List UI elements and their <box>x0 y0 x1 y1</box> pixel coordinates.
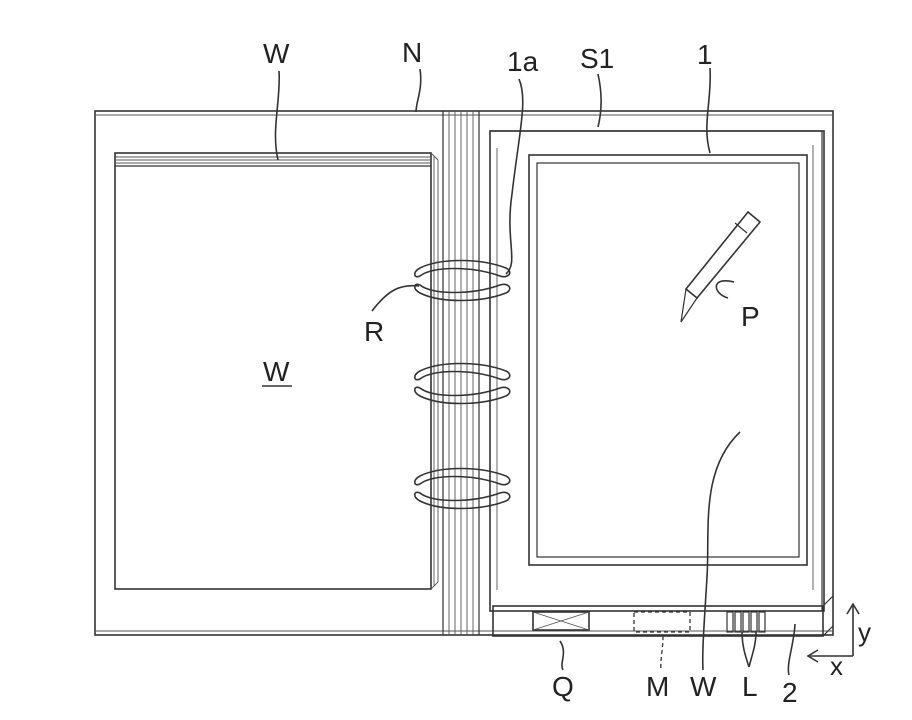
label-ring-edge: 1a <box>507 46 539 77</box>
notebook-cover <box>94 110 834 636</box>
binder-rings <box>413 259 511 510</box>
label-button-q: Q <box>552 671 574 702</box>
leader-lines <box>274 67 796 676</box>
label-axis-x: x <box>830 651 843 681</box>
label-state: S1 <box>580 43 614 74</box>
label-ring: R <box>364 316 384 347</box>
tablet-device <box>489 130 825 612</box>
label-axis-y: y <box>858 617 871 647</box>
button-q[interactable] <box>532 611 590 631</box>
axis-indicator <box>806 602 860 663</box>
label-module-m: M <box>646 671 669 702</box>
label-pen: P <box>741 301 760 332</box>
module-m <box>633 611 691 633</box>
indicator-lights <box>726 611 766 633</box>
label-base: 2 <box>782 677 798 708</box>
label-notebook: N <box>402 37 422 68</box>
tablet-base-strip <box>492 595 834 637</box>
paper-stack-left <box>114 152 439 590</box>
stylus-pen <box>680 210 762 323</box>
label-sheet-left: W <box>263 356 290 387</box>
tablet-screen <box>528 154 808 566</box>
label-device: 1 <box>697 39 713 70</box>
label-sheet-top: W <box>263 38 290 69</box>
label-sheet-bottom: W <box>690 671 717 702</box>
label-indicator-l: L <box>742 671 758 702</box>
